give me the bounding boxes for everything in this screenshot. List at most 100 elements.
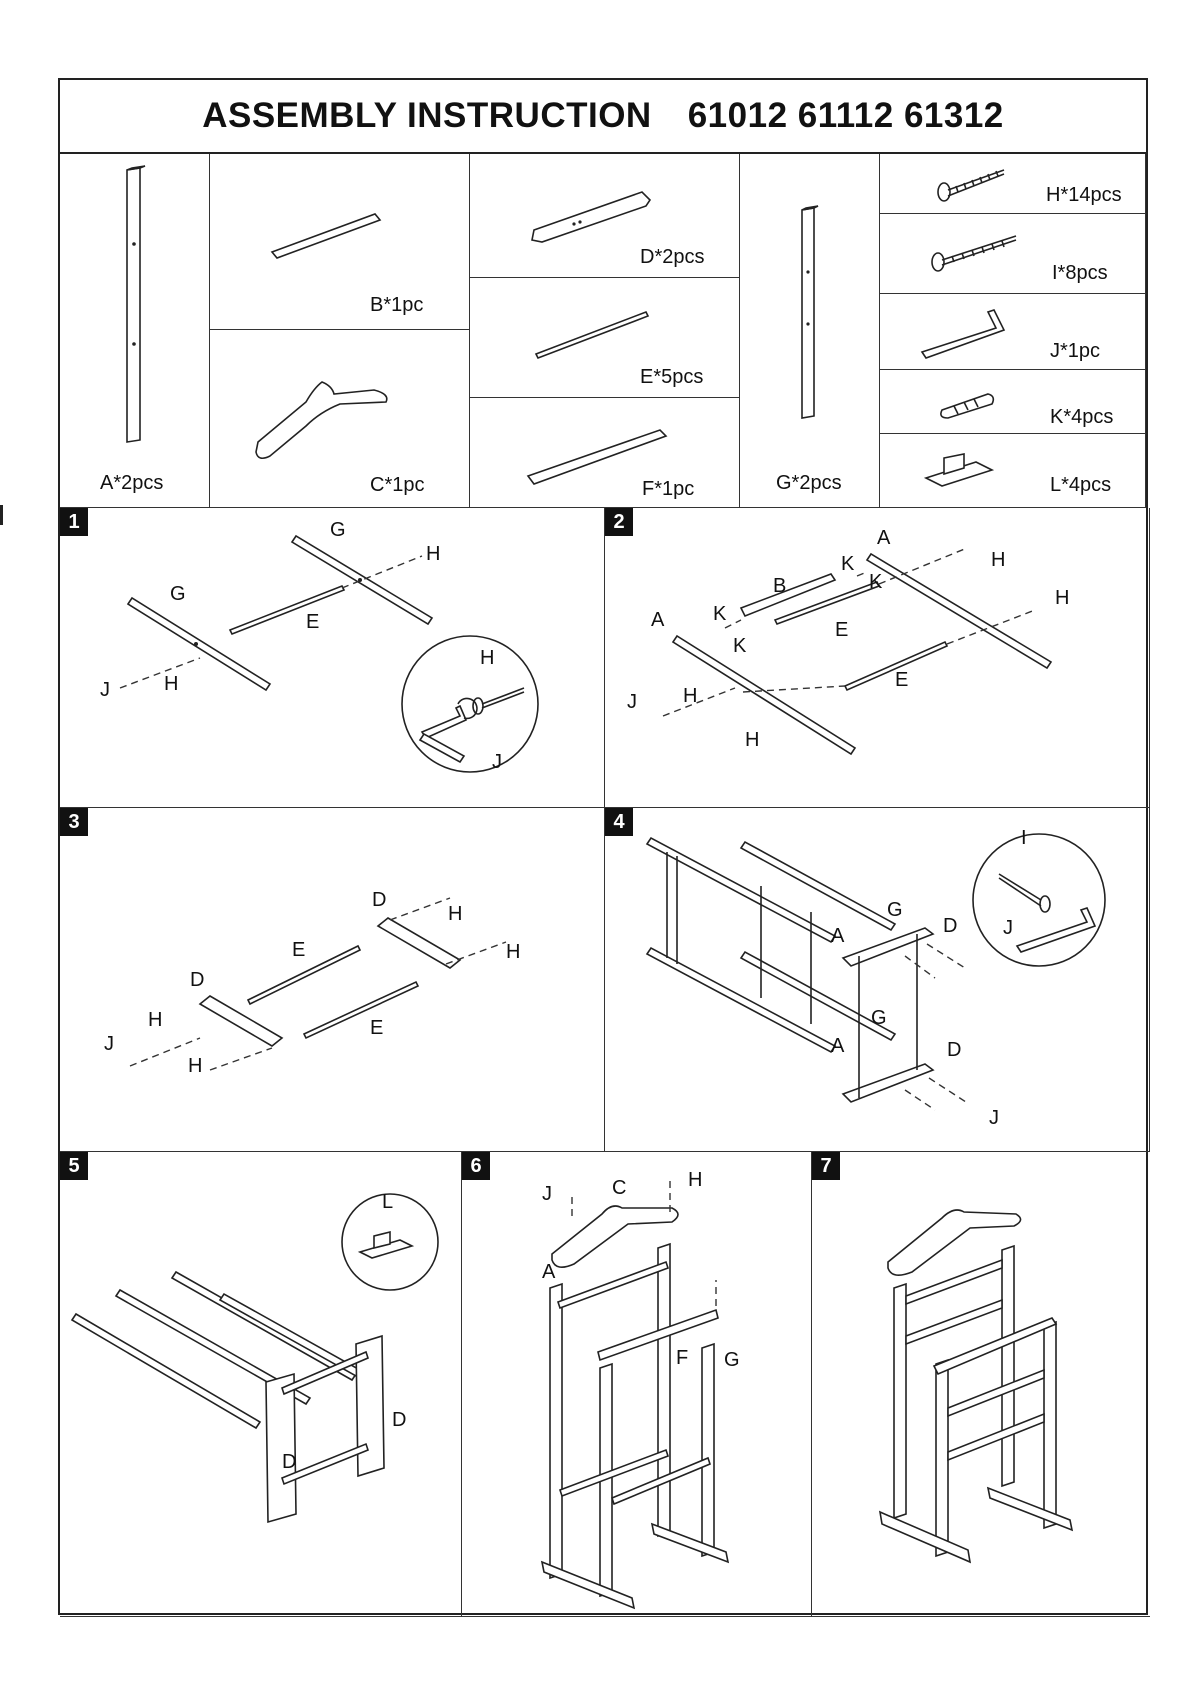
label-h: H	[745, 729, 760, 751]
label-d: D	[282, 1451, 297, 1473]
label-e: E	[835, 619, 849, 641]
step-4-panel: 4 G G A A D D I J J	[605, 808, 1150, 1152]
part-cell-d: D*2pcs	[470, 154, 740, 278]
label-l: L	[382, 1191, 394, 1213]
label-h: H	[188, 1055, 203, 1077]
step-7-diagram	[878, 1209, 1074, 1564]
part-cell-e: E*5pcs	[470, 278, 740, 398]
long-post-icon	[126, 165, 146, 443]
short-screw-icon	[937, 169, 1005, 202]
part-label-j: J*1pc	[1050, 340, 1101, 362]
label-d: D	[947, 1039, 962, 1061]
part-cell-l: L*4pcs	[880, 434, 1146, 508]
allen-key-icon	[920, 309, 1006, 359]
label-a: A	[831, 1035, 845, 1057]
step-number: 5	[60, 1152, 88, 1180]
step-5-panel: 5 L D D	[60, 1152, 462, 1617]
long-screw-icon	[931, 235, 1017, 272]
label-h: H	[688, 1169, 703, 1191]
label-h: H	[164, 673, 179, 695]
part-cell-j: J*1pc	[880, 294, 1146, 370]
label-e: E	[895, 669, 909, 691]
label-j: J	[989, 1107, 999, 1129]
flat-bar-icon	[526, 429, 668, 485]
step-6-diagram	[540, 1180, 730, 1610]
step-7-panel: 7	[812, 1152, 1150, 1617]
label-j: J	[492, 751, 502, 773]
step-1-panel: 1 G G E H H H J J	[60, 508, 605, 808]
wood-dowel-icon	[940, 393, 995, 419]
label-a: A	[831, 925, 845, 947]
label-d: D	[372, 889, 387, 911]
label-j: J	[1003, 917, 1013, 939]
felt-pad-icon	[923, 453, 995, 487]
scan-edge-mark	[0, 505, 3, 525]
step-4-diagram	[645, 833, 1106, 1111]
part-cell-f: F*1pc	[470, 398, 740, 508]
step-number: 7	[812, 1152, 840, 1180]
part-cell-h: H*14pcs	[880, 154, 1146, 214]
part-label-e: E*5pcs	[640, 366, 704, 388]
model-numbers: 61012 61112 61312	[687, 96, 1004, 135]
label-g: G	[170, 583, 186, 605]
step-number: 6	[462, 1152, 490, 1180]
label-j: J	[627, 691, 637, 713]
step-6-panel: 6 J C H A F G	[462, 1152, 812, 1617]
part-cell-k: K*4pcs	[880, 370, 1146, 434]
label-h: H	[448, 903, 463, 925]
part-label-h: H*14pcs	[1046, 184, 1122, 206]
label-c: C	[612, 1177, 627, 1199]
part-cell-c: C*1pc	[210, 330, 470, 508]
bar-icon	[270, 213, 382, 259]
label-e: E	[306, 611, 320, 633]
part-cell-i: I*8pcs	[880, 214, 1146, 294]
short-post-icon	[801, 205, 819, 419]
label-a: A	[542, 1261, 556, 1283]
step-number: 2	[605, 508, 633, 536]
label-h: H	[426, 543, 441, 565]
label-g: G	[330, 519, 346, 541]
part-label-f: F*1pc	[642, 478, 695, 500]
part-label-b: B*1pc	[370, 294, 424, 316]
label-h: H	[506, 941, 521, 963]
label-h: H	[991, 549, 1006, 571]
step-3-diagram	[129, 897, 507, 1071]
label-d: D	[190, 969, 205, 991]
label-b: B	[773, 575, 787, 597]
title-text: ASSEMBLY INSTRUCTION	[202, 96, 652, 135]
label-g: G	[887, 899, 903, 921]
label-d: D	[392, 1409, 407, 1431]
label-k: K	[733, 635, 747, 657]
label-h: H	[480, 647, 495, 669]
label-j: J	[104, 1033, 114, 1055]
dowel-rod-icon	[534, 310, 650, 360]
part-label-l: L*4pcs	[1050, 474, 1112, 496]
label-e: E	[292, 939, 306, 961]
foot-bar-icon	[531, 191, 652, 243]
label-k: K	[713, 603, 727, 625]
label-d: D	[943, 915, 958, 937]
step-2-panel: 2 A A B K K K K E E H H H H J	[605, 508, 1150, 808]
step-3-panel: 3 D D E E H H H H J	[60, 808, 605, 1152]
part-label-g: G*2pcs	[776, 472, 842, 494]
hanger-icon	[255, 381, 388, 460]
part-label-c: C*1pc	[370, 474, 425, 496]
step-number: 3	[60, 808, 88, 836]
label-h: H	[148, 1009, 163, 1031]
step-5-diagram	[70, 1193, 439, 1524]
part-label-k: K*4pcs	[1050, 406, 1114, 428]
step-number: 1	[60, 508, 88, 536]
label-g: G	[724, 1349, 740, 1371]
label-i: I	[1021, 827, 1027, 849]
label-a: A	[877, 527, 891, 549]
part-cell-g: G*2pcs	[740, 154, 880, 508]
part-label-i: I*8pcs	[1052, 262, 1108, 284]
label-h: H	[1055, 587, 1070, 609]
part-cell-b: B*1pc	[210, 154, 470, 330]
label-k: K	[841, 553, 855, 575]
label-e: E	[370, 1017, 384, 1039]
step-2-diagram	[662, 547, 1053, 756]
label-j: J	[100, 679, 110, 701]
label-k: K	[869, 571, 883, 593]
part-label-d: D*2pcs	[640, 246, 705, 268]
